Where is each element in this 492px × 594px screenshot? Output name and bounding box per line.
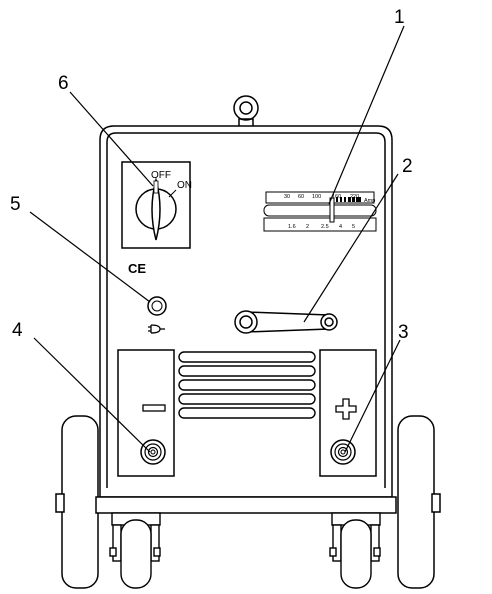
callout-6: 6	[58, 73, 69, 94]
callout-3: 3	[398, 322, 409, 343]
electrode-tick-2-5: 2.5	[321, 224, 329, 230]
callout-1: 1	[394, 7, 405, 28]
electrode-tick-4: 4	[339, 224, 342, 230]
scale-hatch	[336, 197, 361, 202]
lifting-eye	[233, 95, 259, 128]
plus-icon	[335, 398, 357, 420]
amp-tick-30: 30	[284, 194, 290, 200]
negative-terminal-panel	[117, 349, 175, 477]
left-caster	[109, 512, 161, 589]
callout-4: 4	[12, 320, 23, 341]
switch-off-label: OFF	[151, 170, 171, 181]
electrode-tick-5: 5	[352, 224, 355, 230]
amp-tick-160: 160	[332, 194, 341, 200]
switch-knob[interactable]	[151, 177, 161, 241]
main-switch[interactable]: OFF ON	[121, 161, 192, 249]
current-slider-slot	[263, 204, 377, 217]
ce-mark: CE	[128, 261, 146, 276]
right-caster	[329, 512, 381, 589]
amp-tick-100: 100	[312, 194, 321, 200]
positive-terminal[interactable]	[330, 439, 356, 465]
base-frame	[95, 496, 397, 514]
electrode-tick-2: 2	[306, 224, 309, 230]
right-wheel	[397, 415, 441, 589]
left-wheel	[55, 415, 99, 589]
callout-5: 5	[10, 194, 21, 215]
current-adjust-handle[interactable]	[234, 310, 338, 334]
electrode-tick-1-6: 1.6	[288, 224, 296, 230]
amp-tick-60: 60	[298, 194, 304, 200]
callout-2: 2	[402, 156, 413, 177]
leader-lines	[29, 25, 405, 453]
switch-on-label: ON	[177, 180, 192, 191]
amp-tick-220: 220	[350, 194, 359, 200]
plug-icon	[148, 324, 165, 334]
current-scale: 30 60 100 160 220 Amp 1.6 2 2.5 4 5	[263, 191, 377, 232]
positive-terminal-panel	[319, 349, 377, 477]
amp-unit: Amp	[364, 198, 375, 204]
mains-indicator-lamp	[147, 296, 167, 316]
ventilation-louvres	[178, 351, 316, 419]
minus-icon	[142, 404, 166, 412]
negative-terminal[interactable]	[140, 439, 166, 465]
